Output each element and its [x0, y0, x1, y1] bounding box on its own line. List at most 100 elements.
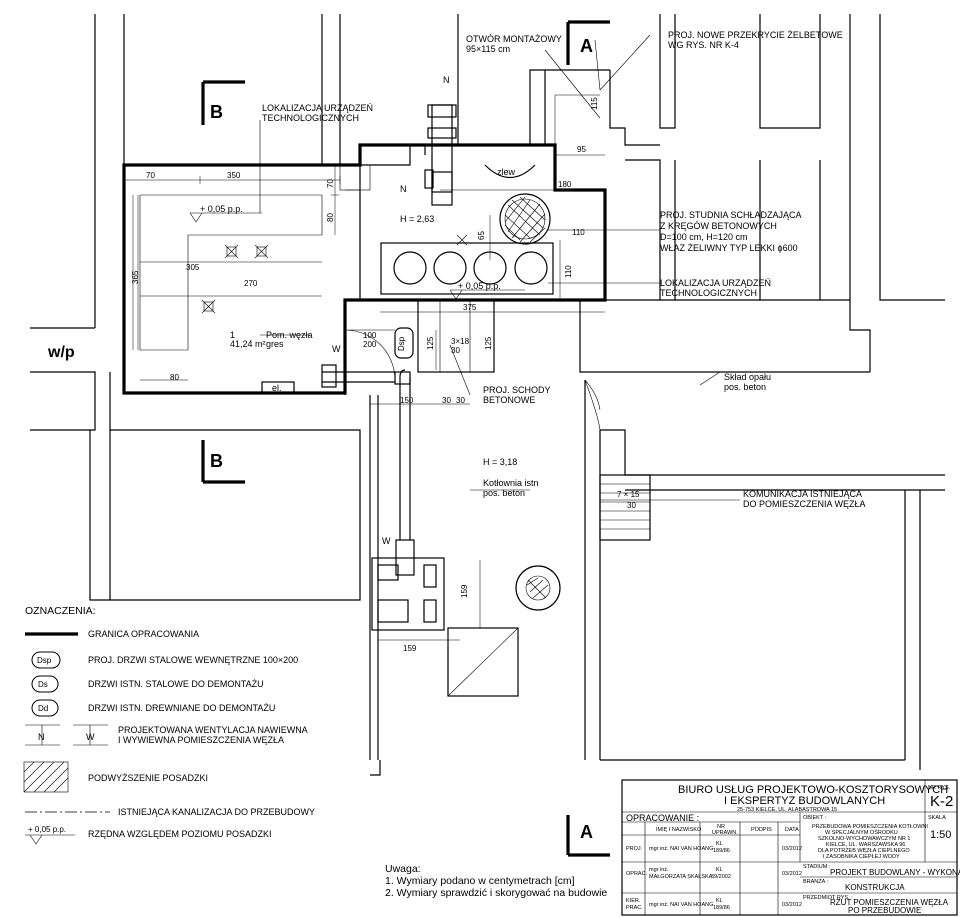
studnia-1: PROJ. STUDNIA SCHŁADZAJĄCA [660, 210, 802, 220]
dsp-tag: Dsp [397, 336, 406, 351]
lokalizacja-b-1: LOKALIZACJA URZĄDZEŃ [660, 278, 771, 288]
tb-stadium-label: STADIUM : [803, 864, 831, 870]
dim-70a: 70 [146, 171, 155, 180]
przekrycie-label-2: WG RYS. NR K-4 [668, 40, 739, 50]
h318-label: H = 3,18 [483, 457, 517, 467]
fixture-symbols [201, 234, 468, 314]
tb-branza: KONSTRUKCJA [845, 883, 905, 892]
level-marker-b [449, 289, 525, 300]
tb-r1-nr-1: KL [716, 841, 723, 847]
tb-h-nr-2: UPRAWN. [712, 830, 738, 836]
lokalizacja-a-2: TECHNOLOGICZNYCH [262, 113, 359, 123]
level-label-a: + 0,05 p.p. [200, 204, 243, 214]
schody-2: BETONOWE [483, 395, 535, 405]
dim-270: 270 [244, 279, 258, 288]
kotlownia-2: pos. beton [483, 488, 525, 498]
tb-obiekt-2: W SPECJALNYM OŚRODKU [825, 828, 898, 836]
legend-granica: GRANICA OPRACOWANIA [88, 629, 199, 639]
tb-company-2: I EKSPERTYZ BUDOWLANYCH [724, 795, 885, 807]
przekrycie-label-1: PROJ. NOWE PRZEKRYCIE ŻELBETOWE [668, 30, 843, 40]
door-arc [584, 379, 601, 431]
room-name: Pom. węzła [266, 330, 313, 340]
tb-branza-label: BRANŻA : [803, 878, 829, 885]
legend-dd: DRZWI ISTN. DREWNIANE DO DEMONTAŻU [88, 703, 275, 713]
tb-r2-nr-2: 39/2002 [711, 874, 731, 880]
stairs-dim-2: 30 [451, 346, 460, 355]
section-a-bottom: A [580, 822, 593, 842]
boiler-kotlownia [371, 557, 561, 697]
dim-110b: 110 [564, 265, 573, 278]
ventilation-stack [321, 104, 457, 576]
dim-125b: 125 [484, 336, 493, 350]
legend-ds: DRZWI ISTN. STALOWE DO DEMONTAŻU [88, 679, 264, 689]
legend-dsp: PROJ. DRZWI STALOWE WEWNĘTRZNE 100×200 [88, 655, 298, 665]
notes-title: Uwaga: [385, 863, 421, 875]
studnia-2: Z KRĘGÓW BETONOWYCH [660, 221, 777, 231]
lokalizacja-b-2: TECHNOLOGICZNYCH [660, 288, 757, 298]
section-a-top: A [580, 36, 593, 56]
tb-r1-name: mgr inż. NAI VAN HOANG [649, 846, 713, 852]
schody-1: PROJ. SCHODY [483, 385, 551, 395]
kotlownia-1: Kotłownia istn [483, 478, 539, 488]
dim-80b: 80 [170, 373, 179, 382]
legend-dd-symbol: Dd [38, 704, 48, 713]
section-markers [201, 20, 610, 857]
sink [484, 164, 536, 179]
sklad-1: Skład opału [724, 372, 771, 382]
tb-przedmiot-label: PRZEDMIOT RYS. : [803, 895, 853, 901]
door-dim-1: 100 [363, 331, 377, 340]
dim-30b: 30 [456, 396, 465, 405]
dim-159a: 159 [460, 584, 469, 598]
w-kotlownia: W [382, 536, 391, 546]
tb-obiekt-6: I ZASOBNIKA CIEPŁEJ WODY [823, 854, 900, 860]
tb-obiekt-4: KIELCE, UL. WARSZAWSKA 96 [826, 842, 905, 848]
room-number: 1 [230, 330, 235, 340]
notes: Uwaga: 1. Wymiary podano w centymetrach … [385, 863, 607, 899]
legend-podwyzszenie: PODWYŻSZENIE POSADZKI [88, 773, 208, 783]
tb-stadium: PROJEKT BUDOWLANY - WYKONAWCZY [830, 868, 960, 877]
legend-rzedna-symbol: + 0,05 p.p. [28, 825, 66, 834]
dimension-lines [123, 94, 605, 641]
dim-110a: 110 [572, 228, 585, 237]
otwor-label-1: OTWÓR MONTAŻOWY [466, 34, 562, 44]
note-2: 2. Wymiary sprawdzić i skorygować na bud… [385, 887, 607, 899]
legend-title: OZNACZENIA: [25, 605, 96, 617]
well [499, 193, 551, 245]
w-room: W [332, 344, 341, 354]
tb-skala: 1:50 [930, 829, 951, 841]
tb-r3-date: 03/2012 [782, 902, 802, 908]
studnia-3: D=100 cm, H=120 cm [660, 232, 748, 242]
dim-305: 305 [186, 263, 200, 272]
tb-opracowanie: OPRACOWANIE : [626, 813, 699, 823]
zlew-label: zlew [497, 167, 516, 177]
building-walls [30, 14, 945, 776]
title-block: BIURO USŁUG PROJEKTOWO-KOSZTORYSOWYCH I … [621, 779, 960, 916]
dim-350: 350 [227, 171, 241, 180]
note-1: 1. Wymiary podano w centymetrach [cm] [385, 875, 575, 887]
legend-went-1: PROJEKTOWANA WENTYLACJA NAWIEWNA [118, 725, 308, 735]
n-mid: N [400, 184, 407, 194]
tb-h-podpis: PODPIS [751, 827, 772, 833]
leader-lines [259, 34, 760, 501]
tb-r3-nr-1: KL [716, 898, 723, 904]
tb-h-imie: IMIĘ I NAZWISKO [656, 827, 702, 833]
steps-right [599, 474, 651, 541]
tb-obiekt-label: OBIEKT : [803, 815, 827, 821]
legend-went-2: I WYWIEWNA POMIESZCZENIA WĘZŁA [118, 735, 284, 745]
legend-dsp-symbol: Dsp [37, 656, 52, 665]
tb-r2-nr-1: KL [716, 867, 723, 873]
tb-r1-nr-2: 189/86 [713, 848, 730, 854]
steps-dim-1: 7 × 15 [617, 490, 640, 499]
room-area: 41,24 m² [230, 339, 266, 349]
tb-r2-name-2: MAŁGORZATA SKALSKA [649, 874, 713, 880]
legend-ds-symbol: Ds [38, 680, 48, 689]
tb-r2-date: 03/2012 [782, 871, 802, 877]
dim-125a: 125 [426, 336, 435, 350]
tb-h-nr-1: NR [717, 824, 725, 830]
dim-159b: 159 [403, 644, 417, 653]
studnia-4: WŁAZ ŻELIWNY TYP LEKKI ϕ600 [660, 243, 798, 253]
legend-n-symbol: N [38, 732, 45, 742]
tb-przedmiot-2: PO PRZEBUDOWIE [848, 906, 921, 915]
tank-row [380, 242, 554, 295]
